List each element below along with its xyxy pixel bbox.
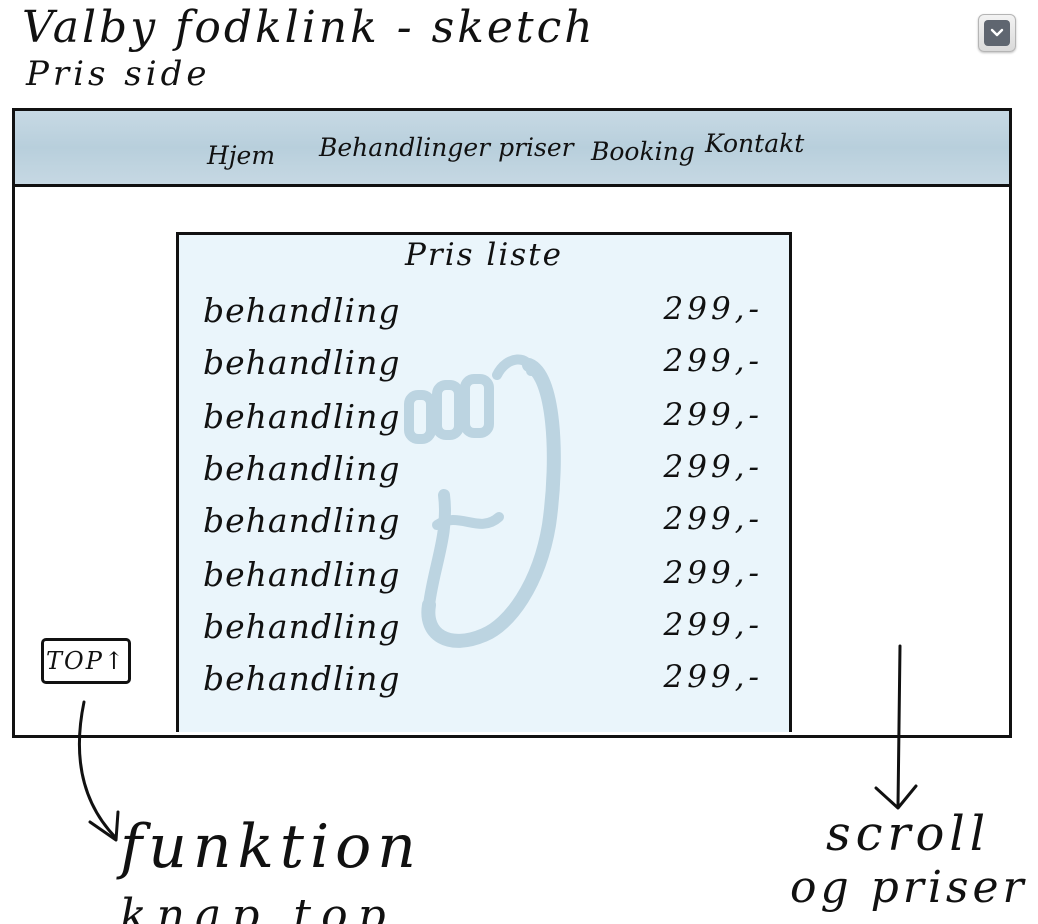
annotation-funktion: funktion xyxy=(120,812,422,882)
treatment-price: 299,- xyxy=(663,659,763,695)
nav-item-behandlinger-priser[interactable]: Behandlinger priser xyxy=(319,133,574,162)
treatment-price: 299,- xyxy=(663,501,763,537)
top-button[interactable]: TOP↑ xyxy=(41,638,131,684)
treatment-name: behandling xyxy=(203,555,401,594)
treatment-name: behandling xyxy=(203,501,401,540)
navbar: Hjem Behandlinger priser Booking Kontakt xyxy=(15,111,1009,187)
treatment-price: 299,- xyxy=(663,397,763,433)
pricelist-title: Pris liste xyxy=(405,237,563,273)
nav-item-booking[interactable]: Booking xyxy=(591,137,695,166)
annotation-funktion-continued: knap top xyxy=(120,890,396,924)
treatment-name: behandling xyxy=(203,449,401,488)
pricelist-panel[interactable]: Pris liste behandling 299,- behandling 299,… xyxy=(176,232,792,732)
sketch-title: Valby fodklink - sketch xyxy=(22,2,596,53)
treatment-price: 299,- xyxy=(663,607,763,643)
treatment-name: behandling xyxy=(203,397,401,436)
price-row: behandling 299,- xyxy=(203,343,763,387)
price-row: behandling 299,- xyxy=(203,607,763,651)
treatment-name: behandling xyxy=(203,291,401,330)
annotation-scroll: scroll xyxy=(826,806,991,862)
treatment-price: 299,- xyxy=(663,291,763,327)
treatment-name: behandling xyxy=(203,607,401,646)
nav-item-hjem[interactable]: Hjem xyxy=(207,141,276,170)
treatment-price: 299,- xyxy=(663,343,763,379)
price-row: behandling 299,- xyxy=(203,501,763,545)
treatment-name: behandling xyxy=(203,343,401,382)
treatment-price: 299,- xyxy=(663,449,763,485)
treatment-price: 299,- xyxy=(663,555,763,591)
annotation-priser: og priser xyxy=(790,862,1028,913)
price-row: behandling 299,- xyxy=(203,659,763,703)
price-row: behandling 299,- xyxy=(203,555,763,599)
nav-item-kontakt[interactable]: Kontakt xyxy=(705,129,805,158)
menu-toggle-button[interactable] xyxy=(978,14,1016,52)
foot-icon xyxy=(404,354,561,648)
browser-window: Hjem Behandlinger priser Booking Kontakt… xyxy=(12,108,1012,738)
price-row: behandling 299,- xyxy=(203,449,763,493)
treatment-name: behandling xyxy=(203,659,401,698)
sketch-subtitle: Pris side xyxy=(26,54,211,94)
price-row: behandling 299,- xyxy=(203,397,763,441)
price-row: behandling 299,- xyxy=(203,291,763,335)
chevron-down-icon xyxy=(984,20,1010,46)
